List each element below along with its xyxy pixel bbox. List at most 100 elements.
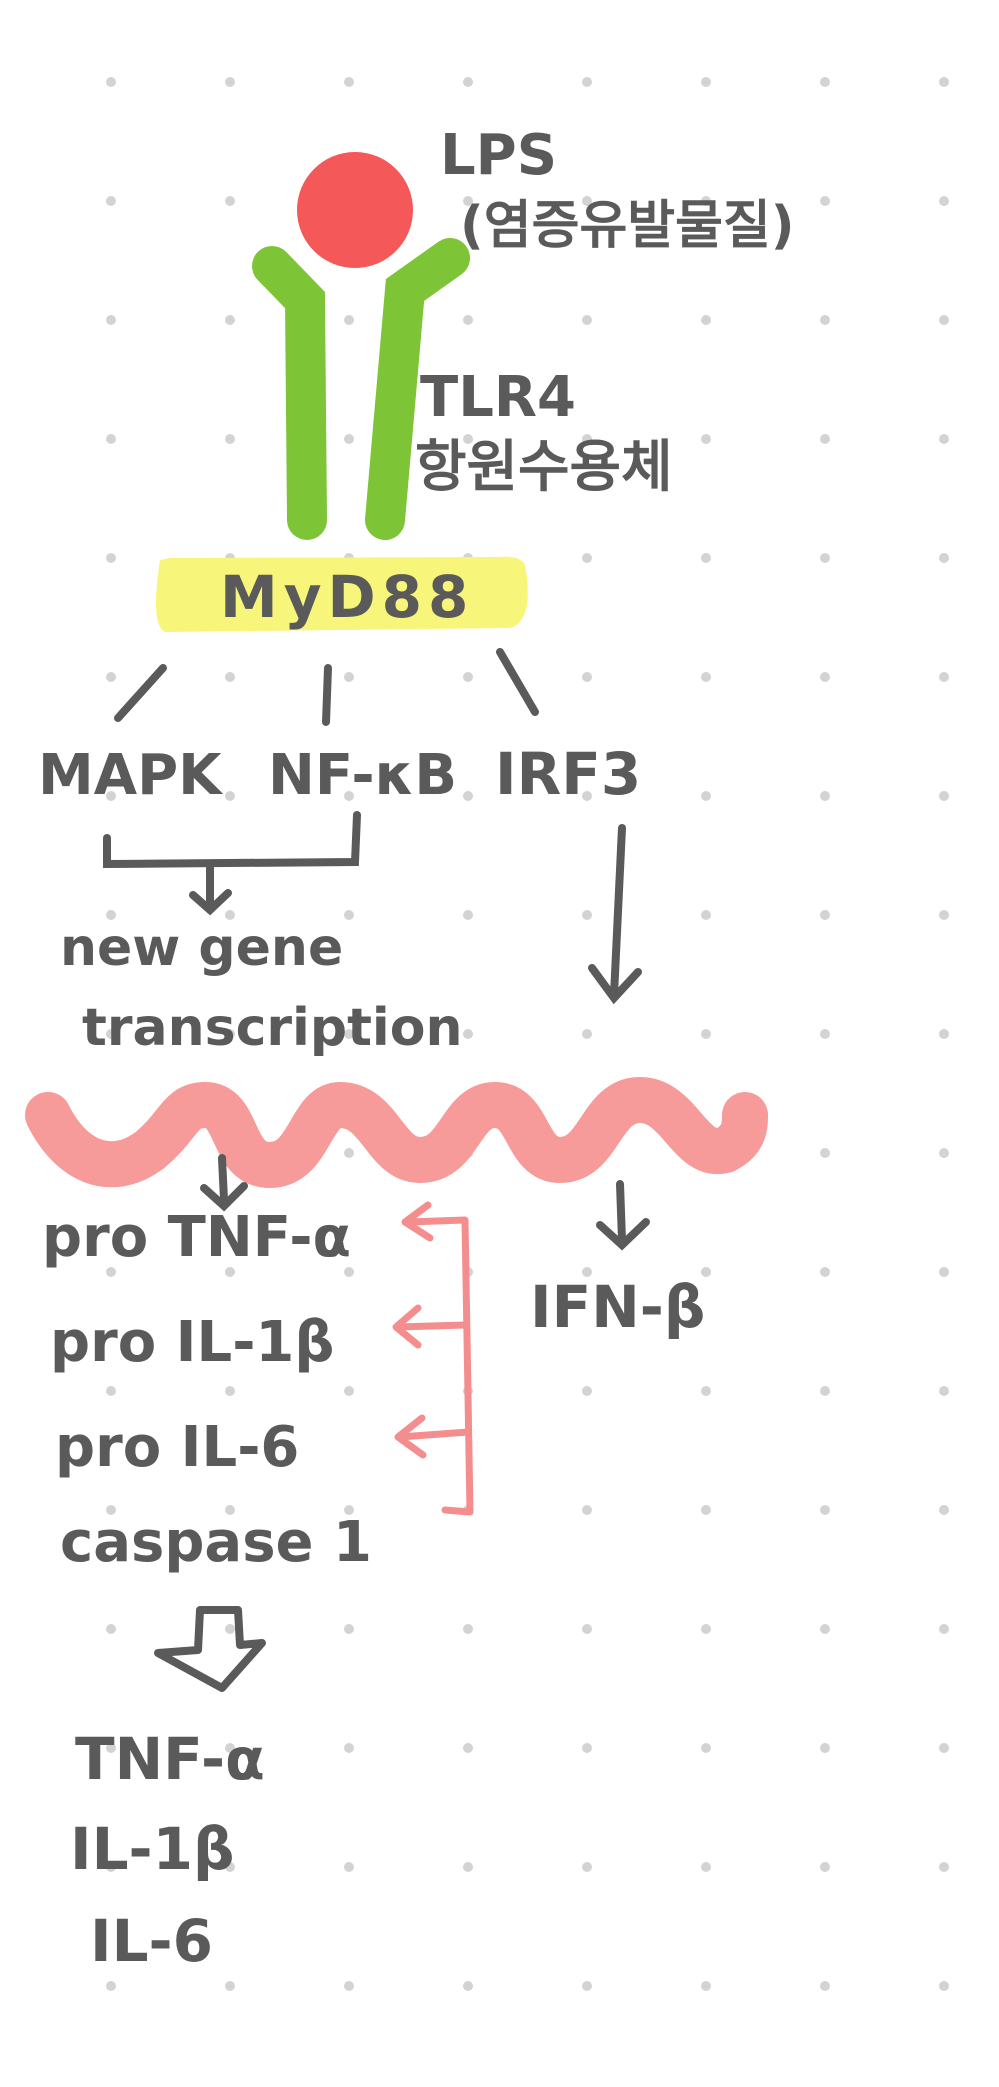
grid-dot (225, 1862, 235, 1872)
grid-dot (701, 672, 711, 682)
grid-dot (820, 1624, 830, 1634)
grid-dot (582, 910, 592, 920)
grid-dot (225, 791, 235, 801)
grid-dot (820, 1386, 830, 1396)
grid-dot (582, 1862, 592, 1872)
grid-dot (820, 791, 830, 801)
grid-dot (820, 1029, 830, 1039)
grid-dot (463, 196, 473, 206)
grid-dot (344, 1981, 354, 1991)
tlr4-description: 항원수용체 (415, 435, 673, 500)
grid-dot (344, 1505, 354, 1515)
grid-dot (225, 1029, 235, 1039)
grid-dot (344, 1267, 354, 1277)
grid-dot (939, 553, 949, 563)
grid-dot (701, 1386, 711, 1396)
grid-dot (106, 1505, 116, 1515)
grid-dot (106, 77, 116, 87)
ifn-beta-label: IFN-β (530, 1273, 706, 1341)
grid-dot (939, 672, 949, 682)
grid-dot (106, 1862, 116, 1872)
myd88-highlight (156, 556, 528, 632)
grid-dot (939, 1981, 949, 1991)
grid-dot (463, 1981, 473, 1991)
grid-dot (939, 1743, 949, 1753)
grid-dot (106, 434, 116, 444)
product-item: IL-1β (70, 1815, 235, 1883)
grid-dot (939, 77, 949, 87)
grid-dot (463, 1743, 473, 1753)
grid-dot (463, 791, 473, 801)
grid-dot (225, 1505, 235, 1515)
grid-dot (701, 315, 711, 325)
membrane-wave (25, 1076, 768, 1189)
lps-ligand-circle (297, 152, 413, 268)
grid-dot (582, 77, 592, 87)
precursor-item: pro IL-6 (55, 1415, 300, 1480)
grid-dot (820, 672, 830, 682)
myd88-branches (114, 648, 539, 726)
grid-dot (582, 434, 592, 444)
grid-dot (701, 434, 711, 444)
grid-dot (939, 910, 949, 920)
grid-dot (463, 434, 473, 444)
grid-dot (225, 910, 235, 920)
grid-dot (582, 1386, 592, 1396)
grid-dot (939, 1624, 949, 1634)
transcription-line1: new gene (60, 918, 344, 978)
grid-dot (582, 553, 592, 563)
grid-dot (820, 553, 830, 563)
grid-dot (820, 910, 830, 920)
grid-dot (225, 1386, 235, 1396)
grid-dot (820, 1148, 830, 1158)
grid-dot (344, 1862, 354, 1872)
grid-dot (225, 672, 235, 682)
grid-dot (106, 1981, 116, 1991)
lps-description: (염증유발물질) (460, 196, 795, 256)
grid-dot (344, 315, 354, 325)
grid-dot (463, 1624, 473, 1634)
grid-dot (344, 791, 354, 801)
grid-dot (463, 1029, 473, 1039)
grid-dot (463, 315, 473, 325)
irf3-label: IRF3 (495, 740, 642, 808)
grid-dot (225, 77, 235, 87)
grid-dot (106, 791, 116, 801)
grid-dot (939, 1029, 949, 1039)
grid-dot (225, 315, 235, 325)
grid-dot (463, 672, 473, 682)
grid-dot (701, 1743, 711, 1753)
grid-dot (820, 196, 830, 206)
grid-dot (106, 1743, 116, 1753)
grid-dot (344, 1386, 354, 1396)
grid-dot (939, 1267, 949, 1277)
grid-dot (106, 1624, 116, 1634)
grid-dot (225, 1743, 235, 1753)
transcription-line2: transcription (82, 998, 463, 1058)
grid-dot (939, 1148, 949, 1158)
grid-dot (582, 791, 592, 801)
grid-dot (225, 1624, 235, 1634)
myd88-label: MyD88 (220, 563, 475, 631)
grid-dot (582, 1743, 592, 1753)
grid-dot (582, 1624, 592, 1634)
grid-dot (225, 1981, 235, 1991)
grid-dot (106, 672, 116, 682)
grid-dot (106, 1386, 116, 1396)
grid-dot (344, 1148, 354, 1158)
grid-dot (939, 1505, 949, 1515)
grid-dot (701, 1505, 711, 1515)
grid-dot (820, 1981, 830, 1991)
grid-dot (582, 1981, 592, 1991)
grid-dot (701, 791, 711, 801)
grid-dot (225, 196, 235, 206)
precursor-item: caspase 1 (60, 1510, 372, 1575)
tlr4-receptor-shape (252, 238, 470, 540)
grid-dot (939, 434, 949, 444)
grid-dot (463, 1862, 473, 1872)
grid-dot (939, 791, 949, 801)
grid-dot (701, 1624, 711, 1634)
precursor-item: pro IL-1β (50, 1310, 335, 1375)
grid-dot (701, 77, 711, 87)
grid-dot (582, 672, 592, 682)
